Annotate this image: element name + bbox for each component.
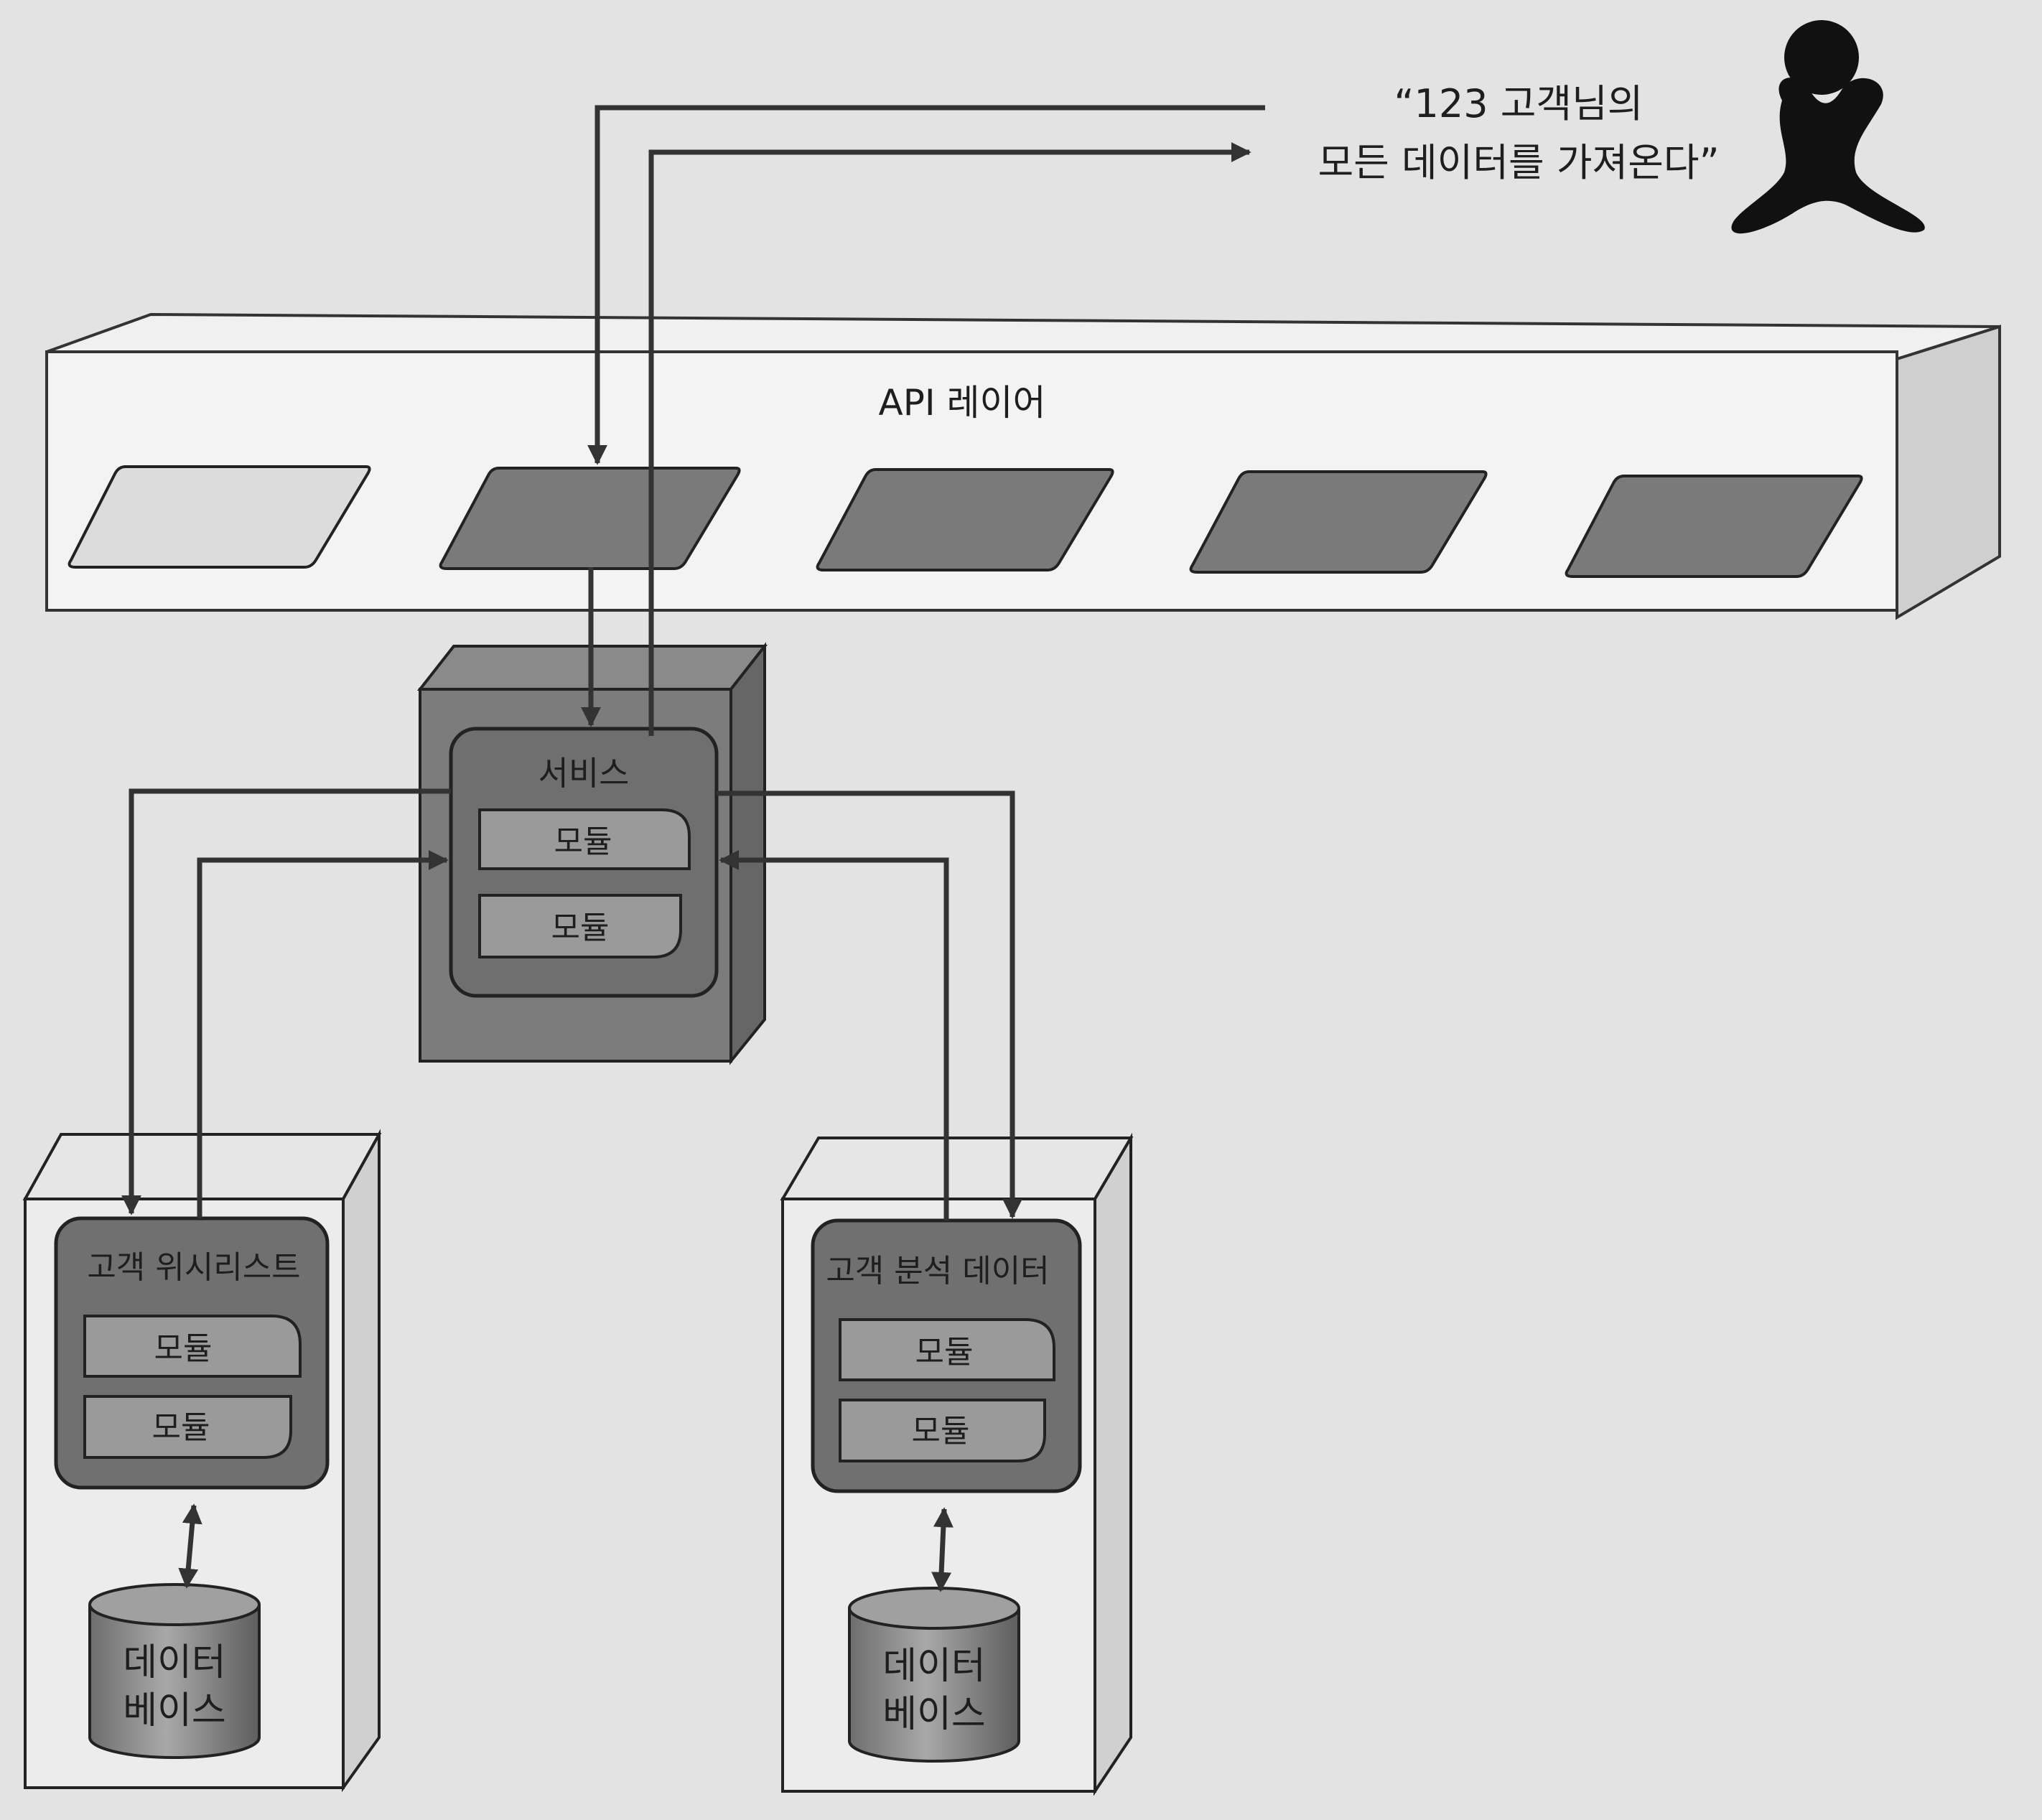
svg-text:모듈: 모듈 [915,1334,974,1371]
service-to-analytics-arrow [717,790,1022,1219]
request-in-arrow [587,105,1265,465]
svg-text:모듈: 모듈 [554,823,612,860]
request-text-line2: 모든 데이터를 가져온다” [1318,140,1719,185]
wishlist-module-2: 모듈 [83,1395,292,1459]
wishlist-db-arrow [178,1503,202,1589]
svg-text:모듈: 모듈 [154,1330,213,1367]
api-endpoint-4 [1189,470,1488,574]
analytics-module-1: 모듈 [839,1318,1055,1381]
wishlist-title: 고객 위시리스트 [87,1249,300,1286]
api-endpoint-1 [67,465,371,569]
svg-text:모듈: 모듈 [551,910,610,946]
analytics-to-service-arrow [719,850,949,1221]
api-layer-label: API 레이어 [879,382,1046,424]
analytics-module-2: 모듈 [839,1399,1046,1462]
wishlist-db-label-2: 베이스 [123,1689,226,1732]
service-module-2: 모듈 [478,894,682,958]
service-title: 서비스 [539,754,630,793]
connector-arrows [121,105,1265,1221]
response-out-arrow [648,142,1251,736]
analytics-title: 고객 분석 데이터 [826,1253,1049,1289]
request-text-line1: “123 고객님의 [1394,81,1644,126]
api-endpoint-5 [1565,475,1863,578]
wishlist-module-1: 모듈 [83,1315,302,1378]
analytics-db-label-1: 데이터 [882,1645,986,1688]
svg-text:모듈: 모듈 [912,1413,970,1450]
analytics-db-arrow [931,1507,954,1592]
api-endpoint-2 [439,467,741,570]
analytics-db-label-2: 베이스 [882,1693,986,1736]
user-person-icon [1731,20,1925,234]
wishlist-to-service-arrow [197,850,449,1218]
wishlist-box: 고객 위시리스트 모듈 모듈 데이터 베이스 [22,1129,382,1793]
analytics-database-icon: 데이터 베이스 [848,1587,1020,1763]
service-box: 서비스 모듈 모듈 [416,642,768,1065]
api-endpoint-3 [816,468,1114,571]
service-module-1: 모듈 [478,808,691,870]
wishlist-db-label-1: 데이터 [123,1641,226,1684]
wishlist-database-icon: 데이터 베이스 [88,1583,261,1759]
analytics-box: 고객 분석 데이터 모듈 모듈 데이터 베이스 [780,1132,1134,1796]
service-to-wishlist-arrow [121,788,451,1215]
svg-text:모듈: 모듈 [152,1409,210,1446]
